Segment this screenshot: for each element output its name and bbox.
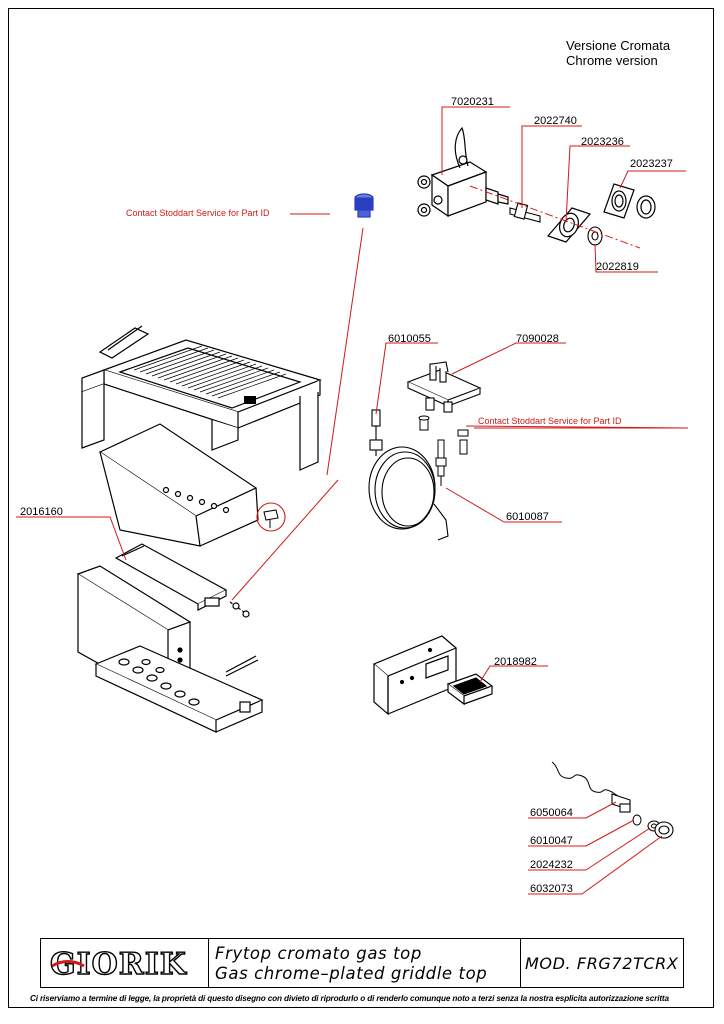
bezel-ring: [546, 207, 592, 243]
drawing-frame: [8, 8, 714, 1008]
pilot-nozzle: [418, 415, 430, 431]
leader-2018982: [479, 665, 548, 683]
leader-2022819: [594, 243, 658, 273]
gas-valve-assembly: [417, 126, 509, 218]
part-label-2022819: 2022819: [596, 261, 639, 273]
leader-2023237: [619, 170, 686, 189]
title-block: GIORIK Frytop cromato gas top Gas chrome…: [40, 938, 684, 988]
brand-logo: GIORIK: [41, 939, 209, 987]
leader-6010087: [445, 487, 562, 523]
leader-2023236: [565, 145, 630, 223]
leader-contact-right: [465, 425, 689, 429]
injector-icon: [354, 193, 374, 218]
leader-6010055: [375, 342, 438, 415]
knob-bezel: [603, 183, 656, 219]
spark-plug: [435, 439, 447, 486]
part-label-2016160: 2016160: [20, 506, 63, 518]
part-label-6010055: 6010055: [388, 333, 431, 345]
giorik-logo-icon: GIORIK: [49, 946, 187, 980]
part-label-6032073: 6032073: [530, 883, 573, 895]
copyright-notice: Ci riserviamo a termine di legge, la pro…: [30, 994, 669, 1003]
part-label-2023236: 2023236: [581, 136, 624, 148]
version-label: Versione Cromata Chrome version: [566, 38, 670, 68]
contact-note-injector: Contact Stoddart Service for Part ID: [126, 208, 270, 218]
valve-axis-line: [469, 185, 641, 249]
part-label-6050064: 6050064: [530, 807, 573, 819]
contact-note-pilot: Contact Stoddart Service for Part ID: [478, 416, 622, 426]
burner-box: [98, 423, 259, 547]
version-english: Chrome version: [566, 53, 658, 68]
thermocouple: [368, 409, 449, 541]
part-label-2022740: 2022740: [534, 115, 577, 127]
griddle-grooves: [133, 345, 287, 399]
version-italian: Versione Cromata: [566, 38, 671, 53]
part-label-2018982: 2018982: [494, 656, 537, 668]
svg-text:GIORIK: GIORIK: [50, 947, 187, 980]
part-label-6010047: 6010047: [530, 835, 573, 847]
part-label-2023237: 2023237: [630, 158, 673, 170]
leader-lines: [16, 106, 689, 895]
pilot-burner: [406, 361, 482, 413]
burner-tube: [114, 543, 250, 618]
description-italian: Frytop cromato gas top: [215, 944, 422, 963]
leader-2022740: [521, 125, 582, 208]
thermocouple-detail-circle: [256, 502, 286, 532]
leader-7090028: [451, 342, 566, 375]
pilot-injector: [457, 429, 469, 455]
description-english: Gas chrome–plated griddle top: [215, 964, 488, 983]
control-panel: [372, 635, 458, 716]
product-description: Frytop cromato gas top Gas chrome–plated…: [209, 939, 521, 987]
leader-2016160: [16, 516, 127, 561]
thermocouple-detail: [263, 509, 279, 528]
model-number: MOD. FRG72TCRX: [525, 953, 679, 973]
valve-spindle: [509, 202, 541, 223]
drain-hole: [244, 396, 256, 404]
griddle-top-plate: [81, 325, 322, 471]
pilot-leader: [231, 479, 339, 601]
part-label-2024232: 2024232: [530, 859, 573, 871]
part-label-7020231: 7020231: [451, 96, 494, 108]
part-label-6010087: 6010087: [506, 511, 549, 523]
base-tray: [94, 645, 264, 733]
injector-leader: [326, 227, 364, 476]
thermocouple-washer: [632, 814, 642, 826]
thermocouple-connector: [611, 793, 631, 813]
part-label-7090028: 7090028: [516, 333, 559, 345]
leader-7020231: [441, 106, 510, 175]
spacer-ring: [587, 226, 603, 246]
thermocouple-cap: [654, 821, 674, 839]
thermocouple-cable: [551, 761, 625, 801]
